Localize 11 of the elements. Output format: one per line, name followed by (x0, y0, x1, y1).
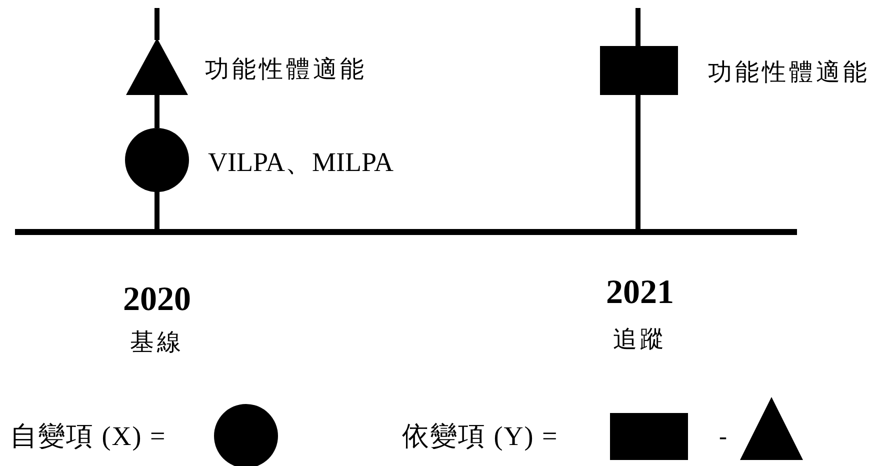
marker-label: 功能性體適能 (708, 61, 870, 85)
separator-label: - (719, 425, 727, 449)
legend-label: 依變項 (Y) = (402, 423, 558, 450)
connector-line (154, 95, 160, 128)
marker-label: 功能性體適能 (205, 58, 367, 82)
marker-label: VILPA、MILPA (208, 149, 394, 176)
phase-label: 基線 (130, 331, 184, 355)
phase-label: 追蹤 (613, 328, 667, 352)
legend-label: 自變項 (X) = (10, 423, 166, 450)
year-label: 2021 (606, 276, 674, 310)
year-label: 2020 (123, 283, 191, 317)
